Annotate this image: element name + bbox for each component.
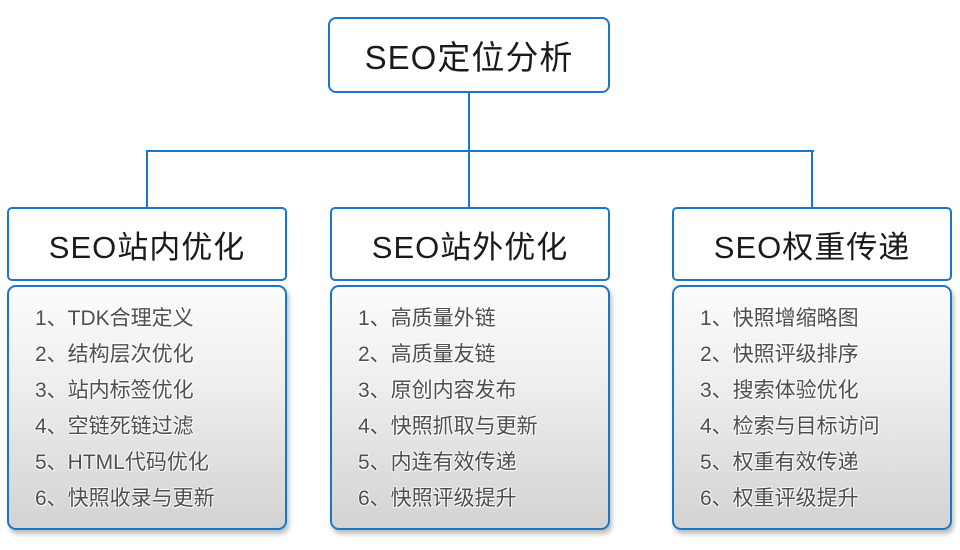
list-item: 3、搜索体验优化	[700, 379, 859, 402]
branch-offsite-header: SEO站外优化	[330, 207, 610, 281]
connector-drop-right	[811, 150, 813, 207]
list-item: 6、权重评级提升	[700, 487, 859, 510]
list-item: 4、检索与目标访问	[700, 415, 880, 438]
branch-offsite-title: SEO站外优化	[371, 229, 569, 265]
list-item: 6、快照评级提升	[358, 487, 517, 510]
connector-crossbar	[146, 150, 814, 152]
connector-stem	[468, 92, 470, 150]
branch-weight-list: 1、快照增缩略图 2、快照评级排序 3、搜索体验优化 4、检索与目标访问 5、权…	[672, 285, 952, 530]
list-item: 4、空链死链过滤	[35, 415, 194, 438]
list-item: 5、权重有效传递	[700, 451, 859, 474]
root-node-label: SEO定位分析	[364, 39, 574, 76]
list-item: 5、内连有效传递	[358, 451, 517, 474]
list-item: 2、结构层次优化	[35, 343, 194, 366]
branch-onsite-title: SEO站内优化	[48, 229, 246, 265]
list-item: 1、高质量外链	[358, 307, 496, 330]
list-item: 6、快照收录与更新	[35, 487, 215, 510]
branch-onsite-list: 1、TDK合理定义 2、结构层次优化 3、站内标签优化 4、空链死链过滤 5、H…	[7, 285, 287, 530]
branch-weight-header: SEO权重传递	[672, 207, 952, 281]
list-item: 1、TDK合理定义	[35, 307, 194, 330]
list-item: 3、原创内容发布	[358, 379, 517, 402]
list-item: 2、高质量友链	[358, 343, 496, 366]
branch-weight-title: SEO权重传递	[713, 229, 911, 265]
list-item: 4、快照抓取与更新	[358, 415, 538, 438]
list-item: 2、快照评级排序	[700, 343, 859, 366]
root-node: SEO定位分析	[328, 17, 610, 93]
branch-onsite-header: SEO站内优化	[7, 207, 287, 281]
list-item: 5、HTML代码优化	[35, 451, 209, 474]
list-item: 3、站内标签优化	[35, 379, 194, 402]
list-item: 1、快照增缩略图	[700, 307, 859, 330]
branch-offsite-list: 1、高质量外链 2、高质量友链 3、原创内容发布 4、快照抓取与更新 5、内连有…	[330, 285, 610, 530]
connector-drop-left	[146, 150, 148, 207]
connector-drop-center	[468, 150, 470, 207]
